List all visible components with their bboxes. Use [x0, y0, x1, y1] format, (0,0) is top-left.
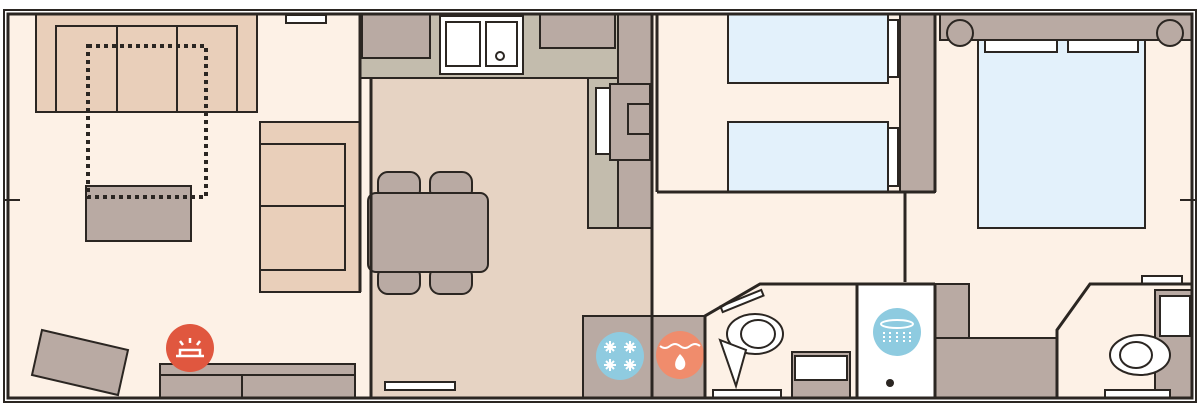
pillow — [984, 39, 1058, 53]
master-bedroom — [934, 13, 1193, 399]
ensuite — [1104, 289, 1193, 399]
sofa — [35, 13, 258, 113]
table-extension-outline — [86, 44, 208, 199]
coffee-table — [85, 185, 192, 242]
radiator — [384, 381, 456, 391]
bedside-table — [1156, 19, 1184, 47]
living-room — [30, 13, 361, 399]
cupboard — [934, 283, 970, 339]
pillow — [1067, 39, 1139, 53]
single-bed — [727, 13, 889, 84]
wall-cabinet — [361, 13, 431, 59]
dining-set — [367, 171, 489, 295]
fire-icon — [166, 324, 214, 372]
wardrobe — [899, 13, 936, 193]
wall-cabinet — [539, 13, 616, 49]
shower-icon — [873, 308, 921, 356]
radiator — [285, 14, 327, 24]
wardrobe — [934, 337, 1058, 399]
hob — [595, 83, 651, 161]
armchair — [30, 328, 130, 397]
bathroom — [651, 288, 851, 399]
hot-water-icon — [651, 315, 706, 399]
twin-bedroom — [727, 13, 936, 193]
pillow — [887, 19, 899, 78]
dining-table — [367, 192, 489, 273]
towel-rail — [719, 288, 765, 314]
single-bed — [727, 121, 889, 193]
armchair-sofa — [259, 121, 361, 293]
sink — [439, 15, 524, 75]
kitchen — [359, 13, 653, 399]
walls — [3, 9, 1197, 403]
pillow — [887, 127, 899, 187]
washbasin — [791, 351, 851, 399]
bedside-table — [946, 19, 974, 47]
freezer-icon — [582, 315, 653, 399]
headboard — [939, 13, 1193, 41]
double-bed — [977, 39, 1146, 229]
shower-room — [856, 283, 936, 399]
toilet — [712, 313, 784, 399]
drain — [886, 379, 894, 387]
